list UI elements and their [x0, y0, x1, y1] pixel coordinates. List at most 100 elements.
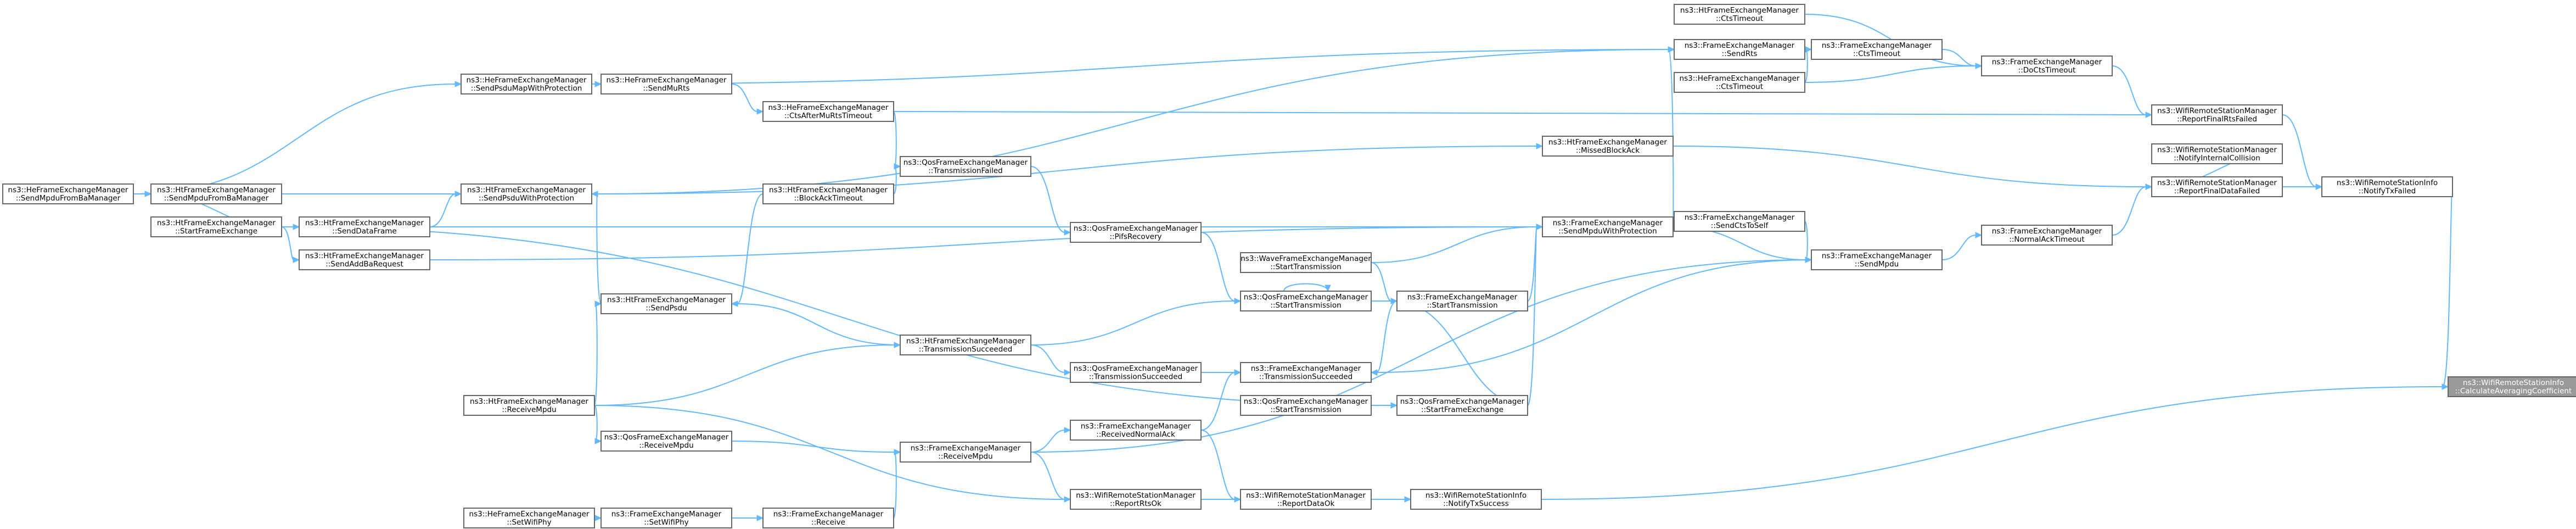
graph-node-htfem_sendpsdu[interactable]: ns3::HtFrameExchangeManager::SendPsdu: [600, 293, 732, 314]
graph-node-qfem_ts[interactable]: ns3::QosFrameExchangeManager::Transmissi…: [1070, 362, 1202, 383]
node-label-line: ::SendPsduMapWithProtection: [471, 84, 582, 93]
node-label-line: ::CtsAfterMuRtsTimeout: [784, 112, 872, 120]
graph-node-hefem_swp[interactable]: ns3::HeFrameExchangeManager::SetWifiPhy: [463, 508, 595, 528]
node-box: [2151, 143, 2283, 164]
graph-node-fem_sendrts[interactable]: ns3::FrameExchangeManager::SendRts: [1674, 39, 1805, 60]
node-box: [900, 335, 1031, 355]
graph-node-htfem_ts[interactable]: ns3::HtFrameExchangeManager::Transmissio…: [900, 335, 1031, 355]
graph-node-fem_sendmpdu[interactable]: ns3::FrameExchangeManager::SendMpdu: [1811, 249, 1943, 270]
node-label-line: ns3::HeFrameExchangeManager: [607, 76, 727, 85]
graph-node-hefem_ctst[interactable]: ns3::HeFrameExchangeManager::CtsTimeout: [1674, 72, 1805, 93]
graph-edge: [1200, 232, 1236, 302]
graph-node-htfem_spwp[interactable]: ns3::HtFrameExchangeManager::SendPsduWit…: [461, 183, 592, 204]
node-label-line: ::ReportDataOk: [1277, 499, 1335, 508]
node-label-line: ns3::HtFrameExchangeManager: [467, 186, 586, 194]
graph-node-fem_ctst[interactable]: ns3::FrameExchangeManager::CtsTimeout: [1811, 39, 1943, 60]
node-label-line: ns3::HtFrameExchangeManager: [470, 397, 588, 406]
node-layer: ns3::WifiRemoteStationInfo::CalculateAve…: [2, 4, 2576, 528]
graph-node-hefem_spmwp[interactable]: ns3::HeFrameExchangeManager::SendPsduMap…: [461, 74, 592, 94]
graph-node-htfem_bat[interactable]: ns3::HtFrameExchangeManager::BlockAckTim…: [762, 183, 894, 204]
graph-node-qfem_tf[interactable]: ns3::QosFrameExchangeManager::Transmissi…: [900, 156, 1031, 177]
node-box: [1070, 420, 1202, 441]
node-label-line: ns3::HtFrameExchangeManager: [157, 219, 276, 227]
graph-node-wfem_st[interactable]: ns3::WaveFrameExchangeManager::StartTran…: [1240, 252, 1372, 273]
graph-edge: [1200, 430, 1236, 500]
graph-node-fem_swp[interactable]: ns3::FrameExchangeManager::SetWifiPhy: [600, 508, 732, 528]
node-label-line: ::StartTransmission: [1270, 405, 1341, 414]
graph-edge: [1673, 146, 2147, 187]
graph-node-fem_ts[interactable]: ns3::FrameExchangeManager::TransmissionS…: [1240, 362, 1372, 383]
graph-node-fem_rna[interactable]: ns3::FrameExchangeManager::ReceivedNorma…: [1070, 420, 1202, 441]
edge-arrowhead: [1404, 496, 1412, 503]
node-label-line: ns3::FrameExchangeManager: [1822, 252, 1932, 260]
node-label-line: ns3::QosFrameExchangeManager: [1074, 364, 1198, 373]
edge-arrowhead: [293, 257, 300, 263]
node-label-line: ::ReceiveMpdu: [938, 452, 992, 461]
node-label-line: ns3::HtFrameExchangeManager: [305, 219, 424, 227]
node-label-line: ::ReportFinalRtsFailed: [2177, 115, 2257, 124]
graph-edge: [429, 193, 456, 227]
graph-node-htfem_smfbm[interactable]: ns3::HtFrameExchangeManager::SendMpduFro…: [150, 183, 282, 204]
graph-edge: [1391, 300, 1528, 406]
graph-node-htfem_ctst[interactable]: ns3::HtFrameExchangeManager::CtsTimeout: [1674, 4, 1805, 25]
node-label-line: ::BlockAckTimeout: [794, 194, 863, 203]
graph-node-fem_doct[interactable]: ns3::FrameExchangeManager::DoCtsTimeout: [1981, 55, 2113, 76]
graph-node-fem_rm[interactable]: ns3::FrameExchangeManager::ReceiveMpdu: [900, 442, 1031, 463]
graph-edge: [281, 226, 294, 260]
graph-node-fem_sendctstoself[interactable]: ns3::FrameExchangeManager::SendCtsToSelf: [1674, 211, 1805, 232]
graph-edge: [1527, 226, 1537, 406]
graph-edge: [2442, 186, 2453, 387]
graph-node-htfem_rm[interactable]: ns3::HtFrameExchangeManager::ReceiveMpdu: [463, 395, 595, 416]
graph-node-fem_smwp[interactable]: ns3::FrameExchangeManager::SendMpduWithP…: [1542, 216, 1674, 237]
graph-node-root[interactable]: ns3::WifiRemoteStationInfo::CalculateAve…: [2448, 376, 2576, 397]
graph-node-fem_st[interactable]: ns3::FrameExchangeManager::StartTransmis…: [1396, 291, 1528, 311]
node-label-line: ns3::FrameExchangeManager: [1992, 227, 2102, 236]
graph-node-rsm_rro[interactable]: ns3::WifiRemoteStationManager::ReportRts…: [1070, 489, 1202, 510]
graph-node-rsm_rfdf[interactable]: ns3::WifiRemoteStationManager::ReportFin…: [2151, 176, 2283, 197]
node-label-line: ns3::FrameExchangeManager: [1685, 41, 1795, 50]
edge-arrowhead: [1325, 285, 1331, 292]
node-box: [1981, 55, 2113, 76]
graph-node-qfem_st1[interactable]: ns3::QosFrameExchangeManager::StartTrans…: [1240, 291, 1372, 311]
node-label-line: ::SendMpduFromBaManager: [164, 194, 269, 203]
graph-node-rsm_rfrf[interactable]: ns3::WifiRemoteStationManager::ReportFin…: [2151, 104, 2283, 125]
graph-node-fem_recv[interactable]: ns3::FrameExchangeManager::Receive: [762, 508, 894, 528]
node-box: [2, 183, 134, 204]
graph-edge: [1030, 166, 1065, 233]
graph-node-hefem_sendmurts[interactable]: ns3::HeFrameExchangeManager::SendMuRts: [600, 74, 732, 94]
edge-arrowhead: [2315, 183, 2323, 190]
edge-arrowhead: [756, 515, 764, 521]
graph-node-htfem_mba[interactable]: ns3::HtFrameExchangeManager::MissedBlock…: [1542, 136, 1674, 157]
edge-arrowhead: [731, 300, 738, 307]
node-box: [900, 156, 1031, 177]
graph-node-qfem_sfe[interactable]: ns3::QosFrameExchangeManager::StartFrame…: [1396, 395, 1528, 416]
graph-edge: [1371, 262, 1392, 302]
graph-node-qfem_pifs[interactable]: ns3::QosFrameExchangeManager::PifsRecove…: [1070, 222, 1202, 243]
graph-edge: [591, 146, 1537, 194]
graph-node-htfem_sabr[interactable]: ns3::HtFrameExchangeManager::SendAddBaRe…: [299, 249, 430, 270]
node-box: [1674, 72, 1805, 93]
graph-node-fem_nat[interactable]: ns3::FrameExchangeManager::NormalAckTime…: [1981, 225, 2113, 246]
graph-edge: [2112, 65, 2147, 115]
node-label-line: ::SendPsdu: [646, 304, 687, 313]
node-label-line: ::SendAddBaRequest: [325, 260, 403, 269]
graph-node-htfem_sdf[interactable]: ns3::HtFrameExchangeManager::SendDataFra…: [299, 216, 430, 237]
node-box: [461, 74, 592, 94]
graph-node-rsi_nts[interactable]: ns3::WifiRemoteStationInfo::NotifyTxSucc…: [1410, 489, 1542, 510]
edge-arrowhead: [594, 81, 602, 87]
node-box: [299, 216, 430, 237]
graph-node-rsm_rdo[interactable]: ns3::WifiRemoteStationManager::ReportDat…: [1240, 489, 1372, 510]
graph-edge: [1371, 226, 1537, 263]
graph-node-rsi_ntf[interactable]: ns3::WifiRemoteStationInfo::NotifyTxFail…: [2321, 176, 2453, 197]
graph-edge: [1804, 65, 1977, 83]
edge-arrowhead: [1390, 402, 1398, 409]
graph-node-hefem_smfbm[interactable]: ns3::HeFrameExchangeManager::SendMpduFro…: [2, 183, 134, 204]
edge-arrowhead: [2442, 383, 2449, 390]
graph-node-hefem_ctsamr[interactable]: ns3::HeFrameExchangeManager::CtsAfterMuR…: [762, 101, 894, 122]
graph-node-qfem_rm[interactable]: ns3::QosFrameExchangeManager::ReceiveMpd…: [600, 431, 732, 452]
node-label-line: ::SetWifiPhy: [644, 518, 688, 527]
graph-node-htfem_sfe[interactable]: ns3::HtFrameExchangeManager::StartFrameE…: [150, 216, 282, 237]
graph-edge: [2112, 186, 2147, 236]
graph-node-qfem_st2[interactable]: ns3::QosFrameExchangeManager::StartTrans…: [1240, 395, 1372, 416]
graph-node-rsm_nic[interactable]: ns3::WifiRemoteStationManager::NotifyInt…: [2151, 143, 2283, 164]
